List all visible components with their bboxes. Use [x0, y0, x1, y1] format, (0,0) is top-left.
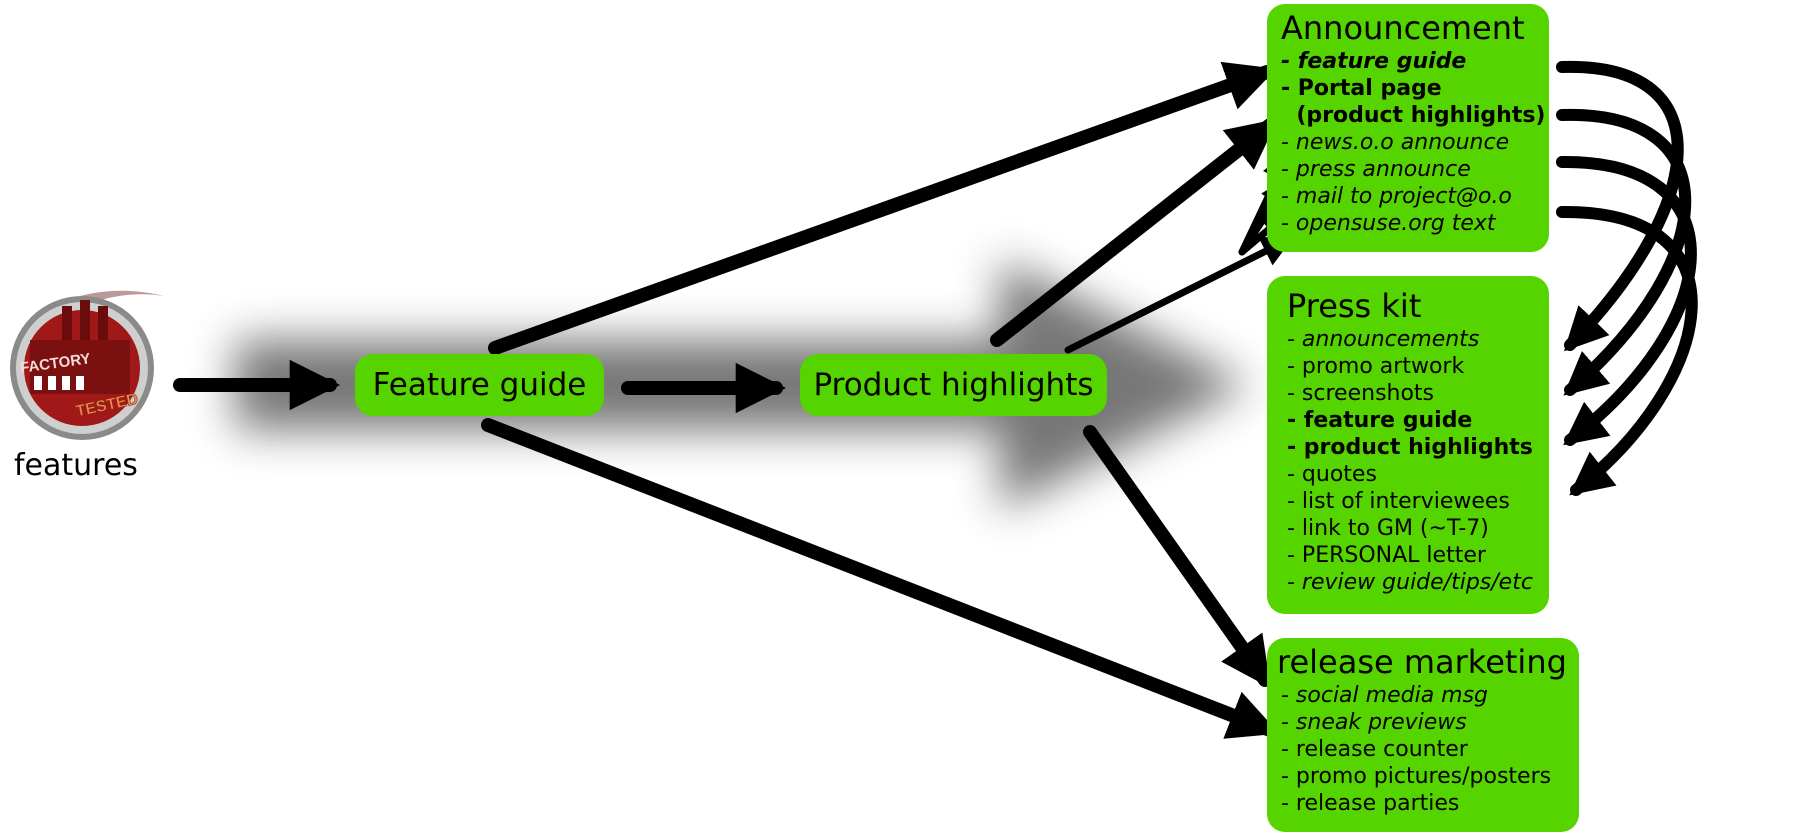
list-item: - Portal page [1281, 76, 1442, 101]
list-item: - release counter [1281, 737, 1468, 762]
list-item: - mail to project@o.o [1281, 184, 1512, 209]
list-item: - feature guide [1281, 49, 1467, 74]
arrow-product-highlights-to-release-marketing [1083, 425, 1272, 689]
list-item: - PERSONAL letter [1287, 543, 1486, 568]
list-item: (product highlights) [1281, 103, 1546, 128]
announcement-items: - feature guide- Portal page (product hi… [1281, 48, 1546, 237]
list-item: - product highlights [1287, 435, 1533, 460]
fan-arrow-1 [1064, 236, 1294, 354]
list-item: - promo pictures/posters [1281, 764, 1552, 789]
list-item: - release parties [1281, 791, 1460, 816]
list-item: - screenshots [1287, 381, 1435, 406]
arrow-product-highlights-to-announcement [990, 118, 1278, 347]
list-item: - news.o.o announce [1281, 130, 1510, 155]
arrow-feature-guide-to-release-marketing [481, 418, 1280, 739]
list-item: - quotes [1287, 462, 1377, 487]
feature-guide-node: Feature guide [355, 354, 604, 416]
list-item: - list of interviewees [1287, 489, 1510, 514]
release-marketing-panel: release marketing - social media msg- sn… [1267, 638, 1579, 832]
list-item: - promo artwork [1287, 354, 1465, 379]
release-marketing-items: - social media msg- sneak previews- rele… [1277, 682, 1569, 817]
list-item: - opensuse.org text [1281, 211, 1496, 236]
curved-arrows [1556, 60, 1698, 496]
product-highlights-node: Product highlights [800, 354, 1107, 416]
release-marketing-title: release marketing [1277, 643, 1567, 681]
curved-arrow-2 [1556, 108, 1692, 396]
announcement-title: Announcement [1281, 9, 1525, 47]
curved-arrow-3 [1556, 155, 1697, 446]
list-item: - review guide/tips/etc [1287, 570, 1533, 595]
list-item: - announcements [1287, 327, 1480, 352]
list-item: - press announce [1281, 157, 1471, 182]
press-kit-title: Press kit [1287, 287, 1422, 325]
curved-arrow-1 [1556, 60, 1684, 352]
arrow-feature-guide-to-announcement [488, 61, 1277, 355]
list-item: - feature guide [1287, 408, 1473, 433]
curved-arrow-4 [1556, 205, 1698, 496]
list-item: - sneak previews [1281, 710, 1467, 735]
source-label: features [14, 448, 138, 483]
announcement-panel: Announcement - feature guide- Portal pag… [1267, 4, 1549, 252]
press-kit-panel: Press kit - announcements- promo artwork… [1267, 276, 1549, 614]
connector-arrows [173, 61, 1280, 739]
list-item: - link to GM (~T-7) [1287, 516, 1489, 541]
list-item: - social media msg [1281, 683, 1489, 708]
factory-tested-badge-icon: FACTORY TESTED [10, 290, 164, 440]
press-kit-items: - announcements- promo artwork- screensh… [1281, 326, 1539, 596]
